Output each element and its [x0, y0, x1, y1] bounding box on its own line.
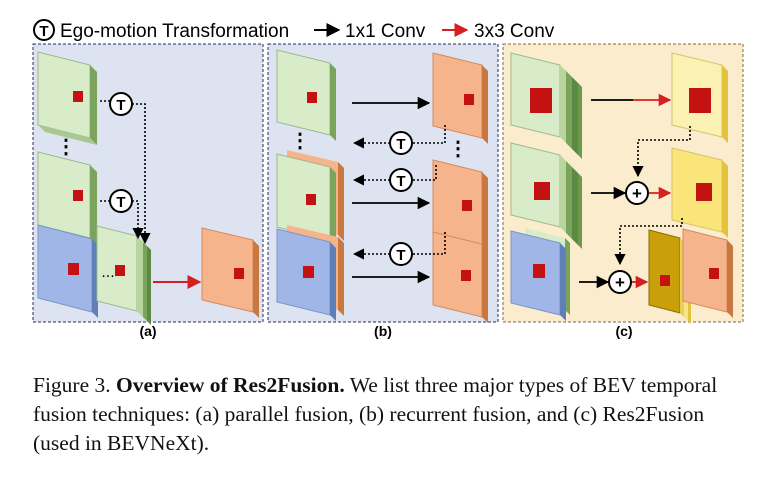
- caption-title: Overview of Res2Fusion.: [116, 373, 345, 397]
- bev-map-stacked: [276, 150, 344, 246]
- bev-map-green: [37, 151, 97, 245]
- ego-transform-t-label: T: [116, 194, 125, 211]
- bev-map-output: [201, 227, 259, 318]
- sum-node-symbol: +: [615, 273, 625, 292]
- ego-arrow: [132, 103, 151, 245]
- bev-stack-green: [510, 52, 582, 159]
- legend-conv1-label: 1x1 Conv: [345, 21, 426, 42]
- legend-conv3-label: 3x3 Conv: [474, 21, 555, 42]
- vertical-dots: ⋮: [448, 138, 468, 160]
- vertical-dots: ⋮: [290, 130, 310, 152]
- horizontal-dots: ...: [101, 264, 114, 281]
- bev-map-yellow: [671, 52, 728, 143]
- sum-node: [608, 270, 632, 294]
- ego-transform-t-label: T: [396, 136, 405, 153]
- legend-t-symbol: T: [39, 23, 48, 40]
- panel-a-content: ⋮ ... T T: [37, 51, 259, 339]
- bev-map-green: [276, 49, 336, 141]
- panel-b-content: ⋮ ⋮: [276, 49, 488, 339]
- legend-t-circle: [33, 19, 55, 41]
- ego-path: [413, 165, 437, 181]
- ego-arrow: [132, 200, 144, 240]
- bev-map-stacked: [276, 225, 344, 321]
- ego-path: [413, 232, 446, 255]
- figure-caption: Figure 3. Overview of Res2Fusion. We lis…: [33, 371, 745, 458]
- ego-transform-t-label: T: [396, 247, 405, 264]
- legend: T Ego-motion Transformation 1x1 Conv 3x3…: [33, 19, 555, 42]
- legend-ego-label: Ego-motion Transformation: [60, 21, 289, 42]
- ego-path: [413, 125, 446, 144]
- ego-transform-t-label: T: [396, 173, 405, 190]
- panel-a-label: (a): [139, 323, 156, 339]
- bev-stack-green: [510, 142, 582, 249]
- sum-node: [625, 181, 649, 205]
- bev-map-green: [37, 51, 97, 145]
- residual-path: [614, 218, 683, 266]
- caption-body: We list three major types of BEV tempora…: [33, 373, 718, 455]
- sum-node-symbol: +: [632, 184, 642, 203]
- panel-b-label: (b): [374, 323, 392, 339]
- ego-transform-t-label: T: [116, 97, 125, 114]
- bev-map-output: [682, 228, 733, 318]
- panel-c-label: (c): [615, 323, 632, 339]
- bev-map-output: [432, 52, 488, 144]
- bev-map-yellow: [671, 147, 728, 238]
- vertical-dots: ⋮: [56, 136, 76, 158]
- panel-c-content: + + (c): [510, 52, 733, 339]
- bev-stack-blue: [510, 228, 570, 321]
- residual-path: [632, 126, 691, 178]
- concat-stack: [96, 225, 151, 325]
- bev-map-output: [432, 159, 488, 251]
- caption-prefix: Figure 3.: [33, 373, 117, 397]
